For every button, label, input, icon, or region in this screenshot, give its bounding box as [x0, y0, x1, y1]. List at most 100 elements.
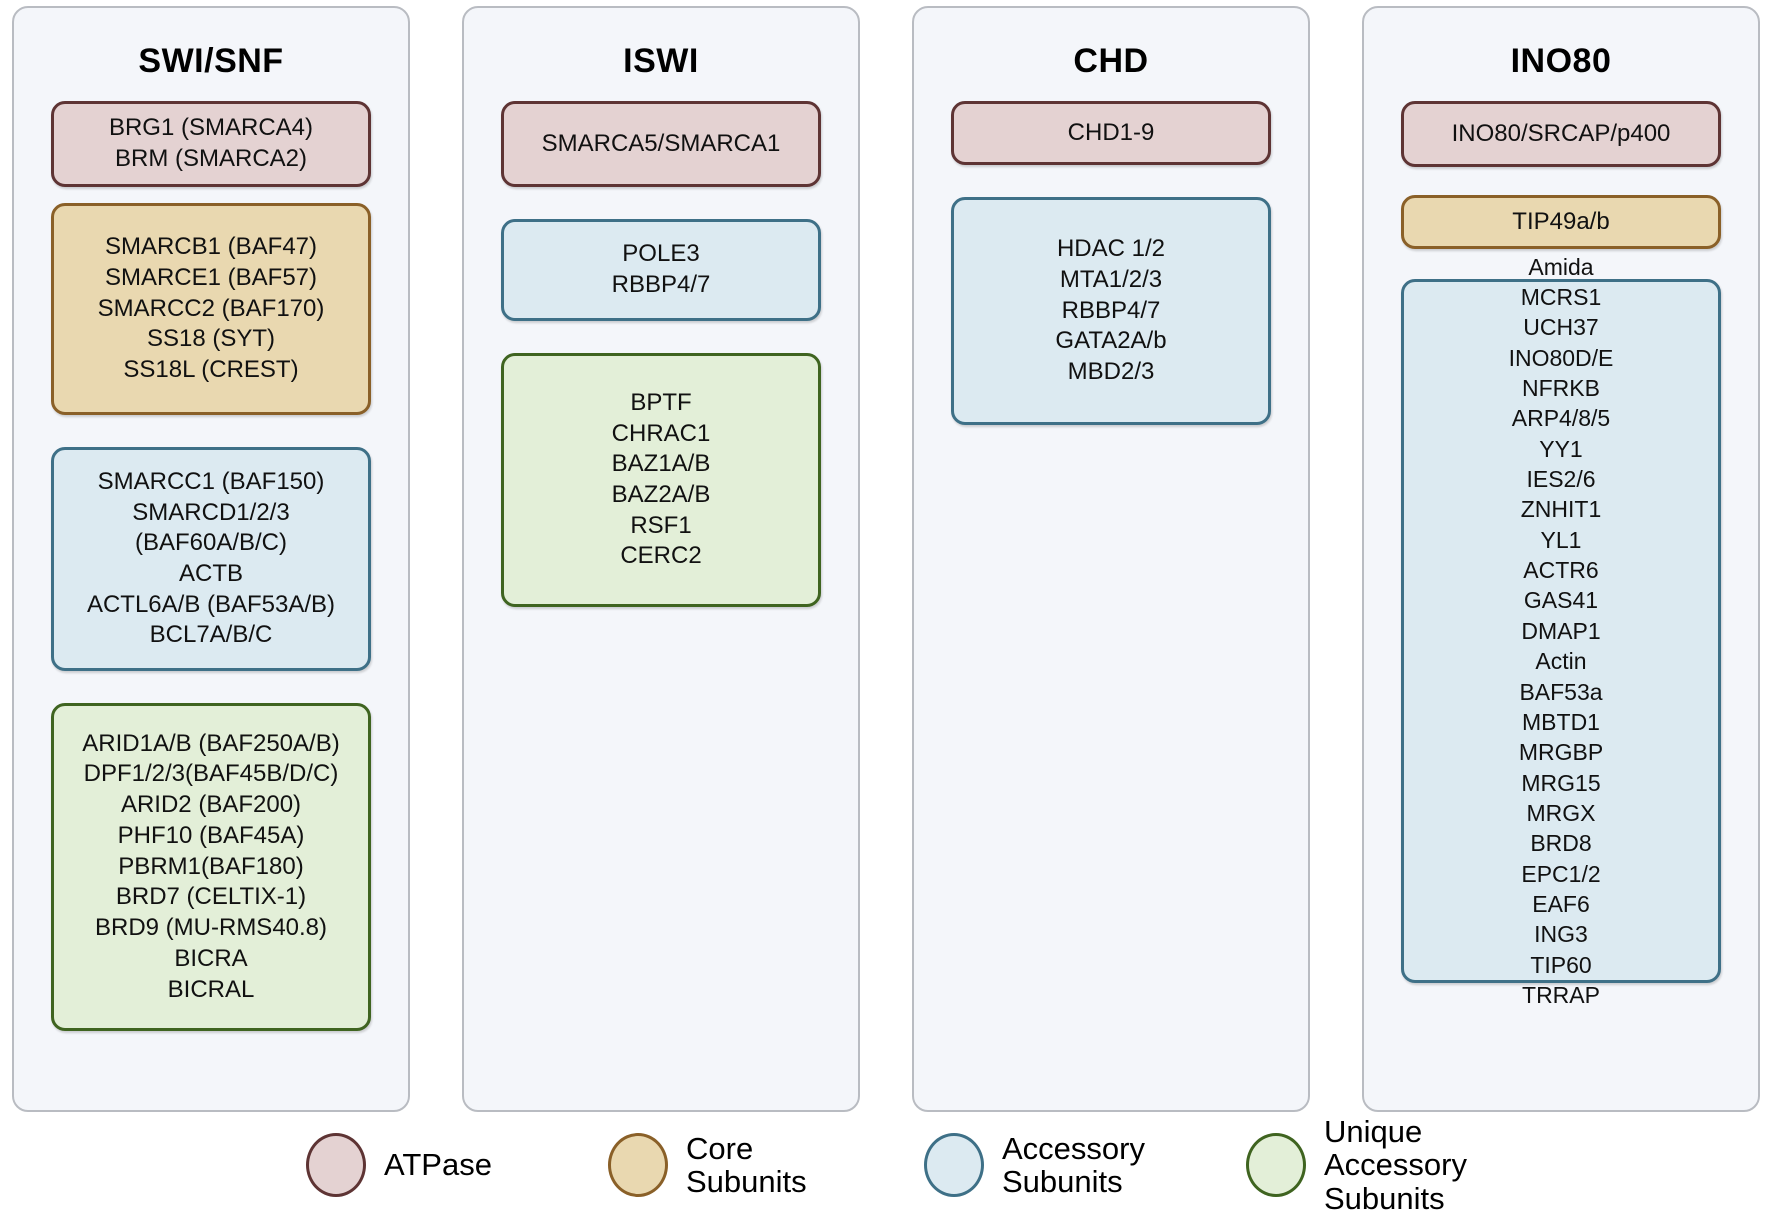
- legend-swatch-atpase-icon: [306, 1133, 366, 1197]
- legend-label-line: Subunits: [1324, 1180, 1445, 1216]
- legend-swatch-core-icon: [608, 1133, 668, 1197]
- subunit-label: NFRKB: [1522, 374, 1600, 401]
- subunit-label: ARID1A/B (BAF250A/B): [82, 729, 340, 757]
- subunit-label: GATA2A/b: [1055, 327, 1167, 355]
- subunit-label: BRD8: [1530, 830, 1592, 857]
- subunit-label: TIP49a/b: [1512, 207, 1610, 235]
- subunit-label: BRG1 (SMARCA4): [108, 114, 314, 142]
- subunit-label: MRG15: [1521, 769, 1601, 796]
- subunit-label: BAZ1A/B: [611, 450, 711, 478]
- subunit-label: MBTD1: [1522, 708, 1600, 735]
- subunit-label: IES2/6: [1526, 466, 1596, 493]
- subunit-box-core[interactable]: TIP49a/b: [1401, 195, 1721, 249]
- subunit-box-unique[interactable]: ARID1A/B (BAF250A/B) DPF1/2/3(BAF45B/D/C)…: [51, 703, 371, 1031]
- subunit-label: SS18L (CREST): [123, 356, 299, 384]
- subunit-box-group: BRG1 (SMARCA4) BRM (SMARCA2) SMARCB1 (BAF4…: [26, 101, 396, 1047]
- legend-label-line: ATPase: [384, 1147, 492, 1183]
- subunit-label: BAZ2A/B: [611, 481, 711, 508]
- subunit-label: Amida: [1528, 253, 1594, 280]
- subunit-label: RSF1: [630, 511, 692, 539]
- subunit-label: CHD1-9: [1067, 118, 1155, 146]
- legend-label-line: Unique: [1324, 1113, 1423, 1149]
- subunit-label: BICRAL: [167, 975, 255, 1003]
- subunit-label: YL1: [1540, 526, 1582, 553]
- legend-label: ATPase: [384, 1147, 492, 1183]
- subunit-box-atpase[interactable]: BRG1 (SMARCA4) BRM (SMARCA2): [51, 101, 371, 187]
- subunit-label: MRGBP: [1518, 739, 1604, 766]
- legend-label-line: Subunits: [686, 1164, 807, 1199]
- subunit-label: MCRS1: [1520, 283, 1602, 310]
- complex-column-swisnf: SWI/SNF BRG1 (SMARCA4) BRM (SMARCA2) SMARCB…: [12, 6, 410, 1112]
- subunit-label: BICRA: [174, 944, 248, 972]
- subunit-label: ARID2 (BAF200): [120, 791, 302, 819]
- subunit-label: RBBP4/7: [1061, 296, 1161, 324]
- subunit-label: (BAF60A/B/C): [134, 529, 288, 557]
- subunit-label: DMAP1: [1521, 617, 1601, 644]
- subunit-box-atpase[interactable]: SMARCA5/SMARCA1: [501, 101, 821, 187]
- subunit-label: POLE3: [622, 240, 700, 268]
- subunit-label: SMARCA5/SMARCA1: [541, 129, 781, 157]
- legend-swatch-unique-icon: [1246, 1133, 1306, 1197]
- subunit-label: ACTR6: [1523, 557, 1599, 584]
- subunit-label: INO80/SRCAP/p400: [1451, 119, 1671, 147]
- column-title: SWI/SNF: [138, 42, 284, 80]
- subunit-label: BPTF: [630, 388, 692, 416]
- legend-label-line: Subunits: [1002, 1164, 1123, 1199]
- subunit-label: BRM (SMARCA2): [114, 145, 307, 172]
- subunit-label: DPF1/2/3(BAF45B/D/C): [83, 760, 339, 788]
- subunit-label: TRRAP: [1522, 982, 1600, 1009]
- legend-item-atpase: ATPase: [306, 1133, 608, 1197]
- subunit-label: GAS41: [1523, 587, 1599, 614]
- subunit-label: PBRM1(BAF180): [118, 852, 304, 880]
- subunit-box-accessory[interactable]: SMARCC1 (BAF150) SMARCD1/2/3 (BAF60A/B/C) A…: [51, 447, 371, 671]
- subunit-box-atpase[interactable]: INO80/SRCAP/p400: [1401, 101, 1721, 167]
- column-title: ISWI: [623, 42, 699, 80]
- subunit-label: EPC1/2: [1521, 860, 1601, 887]
- subunit-label: YY1: [1539, 435, 1583, 462]
- subunit-label: RBBP4/7: [611, 271, 711, 298]
- subunit-box-atpase[interactable]: CHD1-9: [951, 101, 1271, 165]
- subunit-label: Actin: [1535, 648, 1587, 675]
- complex-columns: SWI/SNF BRG1 (SMARCA4) BRM (SMARCA2) SMARCB…: [8, 6, 1764, 1112]
- subunit-label: CHRAC1: [611, 419, 711, 447]
- subunit-label: BRD9 (MU-RMS40.8): [94, 914, 328, 942]
- subunit-label: SMARCC1 (BAF150): [97, 467, 325, 495]
- subunit-label: ING3: [1534, 921, 1588, 948]
- subunit-label: SMARCC2 (BAF170): [97, 294, 325, 322]
- subunit-label: MBD2/3: [1067, 358, 1155, 386]
- subunit-label: BCL7A/B/C: [149, 621, 273, 649]
- subunit-label: BRD7 (CELTIX-1): [115, 883, 307, 911]
- subunit-label: SMARCB1 (BAF47): [104, 233, 318, 261]
- legend-label-line: Accessory: [1324, 1147, 1467, 1183]
- subunit-label: ACTL6A/B (BAF53A/B): [86, 590, 336, 618]
- subunit-label: MRGX: [1526, 799, 1596, 826]
- subunit-label: ARP4/8/5: [1511, 405, 1611, 432]
- subunit-label: ZNHIT1: [1520, 496, 1602, 523]
- column-title: CHD: [1073, 42, 1149, 80]
- column-title: INO80: [1510, 42, 1612, 80]
- subunit-label: CERC2: [620, 542, 702, 570]
- legend-label-line: Accessory: [1002, 1130, 1145, 1166]
- subunit-label: SMARCD1/2/3: [132, 498, 290, 526]
- legend-swatch-accessory-icon: [924, 1133, 984, 1197]
- subunit-label: ACTB: [178, 560, 243, 587]
- subunit-label: SS18 (SYT): [146, 325, 276, 353]
- subunit-label: PHF10 (BAF45A): [117, 821, 305, 849]
- subunit-label: INO80D/E: [1508, 344, 1614, 371]
- subunit-box-core[interactable]: SMARCB1 (BAF47)SMARCE1 (BAF57)SMARCC2 (B…: [51, 203, 371, 415]
